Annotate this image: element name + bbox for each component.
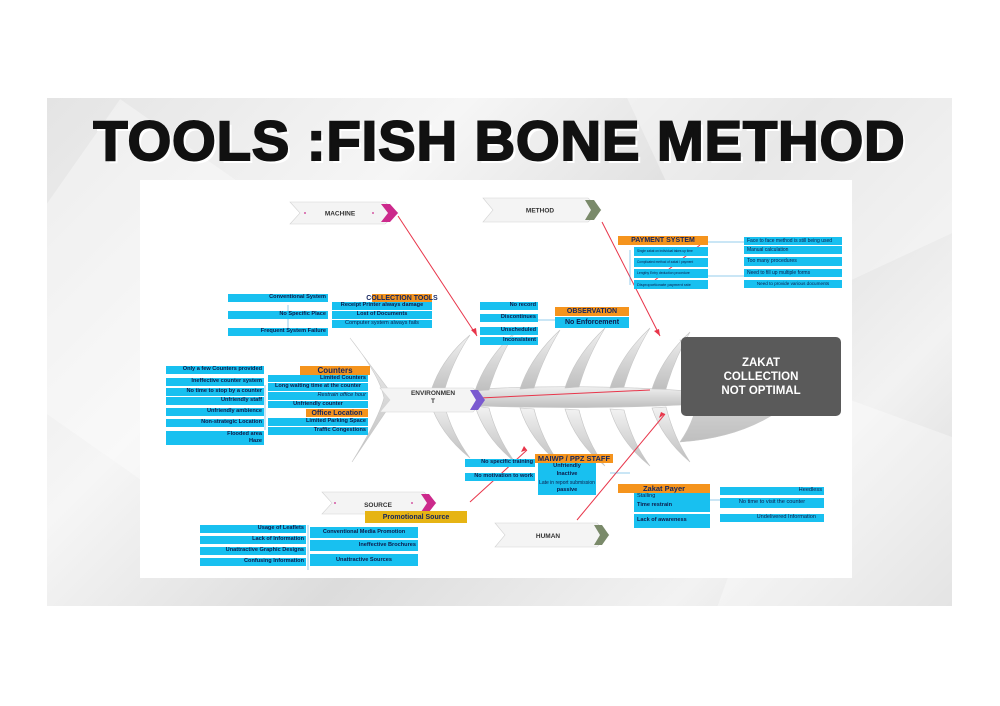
observation-header: OBSERVATION (555, 307, 629, 316)
cause-box: Haze (166, 438, 264, 445)
cause-box: Conventional System (228, 294, 328, 302)
upper-ribs (429, 327, 691, 395)
cause-box: Lengthy Entry deduction procedure (634, 269, 708, 278)
slide-background: TOOLS :FISH BONE METHOD (47, 98, 952, 606)
cause-box: Heedless (720, 487, 824, 495)
lower-ribs (429, 401, 691, 467)
category-human-label: HUMAN (536, 533, 560, 540)
cause-box: Conventional Media Promotion (310, 527, 418, 538)
cause-box: Time restrain (634, 500, 710, 512)
cause-box: Restrain office hour (268, 392, 368, 400)
category-human-shape (494, 522, 610, 548)
cause-box: Disproportionate payment rate (634, 280, 708, 289)
cause-box: Unfriendly ambience (166, 408, 264, 416)
cause-box: Ineffective Brochures (310, 540, 418, 551)
cause-box: Flooded area (166, 431, 264, 438)
cause-box: Unfriendly counter (268, 401, 368, 408)
cause-box: Manual calculation (744, 246, 842, 254)
category-environment-label: ENVIRONMEN T (410, 390, 456, 405)
cause-box: Unfriendly staff (166, 397, 264, 405)
cause-box: Too many procedures (744, 257, 842, 266)
cause-box: Undelivered Information (720, 514, 824, 522)
cause-box: No motivation to work (465, 473, 535, 481)
category-machine-label: MACHINE (325, 211, 356, 218)
cause-box: Unattractive Graphic Designs (200, 547, 306, 555)
cause-box: No record (480, 302, 538, 310)
category-method-label: METHOD (526, 208, 554, 215)
cause-box: No Enforcement (555, 317, 629, 328)
zakat-payer-header: Zakat Payer (618, 484, 710, 493)
cause-box: passive (538, 487, 596, 495)
category-source-label: SOURCE (364, 502, 392, 509)
cause-box: Face to face method is still being used (744, 237, 842, 245)
cause-box: Frequent System Failure (228, 328, 328, 336)
cause-box: Confusing Information (200, 558, 306, 566)
slide-title: TOOLS :FISH BONE METHOD (92, 108, 906, 173)
cause-box: Only a few Counters provided (166, 366, 264, 374)
fishbone-diagram: MACHINE METHOD SOURCE HUMAN ENVIRONMEN T… (140, 180, 852, 578)
cause-box: Receipt Printer always damage (332, 302, 432, 310)
cause-box: Computer system always fails (332, 320, 432, 328)
promotional-source-header: Promotional Source (365, 511, 467, 523)
cause-box: Unfriendly (538, 463, 596, 471)
payment-system-header: PAYMENT SYSTEM (618, 236, 708, 245)
category-environment-shape (379, 387, 486, 413)
cause-box: Lost of Documents (332, 311, 432, 319)
cause-box: Discontinues (480, 314, 538, 322)
cause-box: Late in report submission (538, 479, 596, 487)
cause-box: Non-strategic Location (166, 419, 264, 427)
cause-box: Lack of awareness (634, 514, 710, 528)
category-machine-shape (289, 201, 399, 225)
cause-box: Unattractive Sources (310, 554, 418, 566)
cause-box: Long waiting time at the counter (268, 383, 368, 391)
cause-box: Need to fill up multiple forms (744, 269, 842, 277)
effect-box: ZAKAT COLLECTION NOT OPTIMAL (681, 337, 841, 416)
cause-box: Complicated method of zakat / payment (634, 258, 708, 267)
cause-box: Single zakat on individual takes up time (634, 247, 708, 256)
cause-box: Inconsistent (480, 337, 538, 345)
cause-box: No time to stop by a counter (166, 388, 264, 396)
cause-box: Limited Parking Space (268, 418, 368, 426)
counters-header: Counters (300, 366, 370, 375)
cause-box: No Specific Place (228, 311, 328, 319)
cause-box: Lack of Information (200, 536, 306, 544)
cause-box: Need to provide various documents (744, 280, 842, 288)
cause-box: Unscheduled (480, 327, 538, 335)
line-arrowheads (471, 328, 665, 452)
cause-box: Ineffective counter system (166, 378, 264, 386)
fish-tail (349, 337, 396, 463)
cause-box: Limited Counters (268, 375, 368, 382)
cause-box: Usage of Leaflets (200, 525, 306, 533)
cause-box: Inactive (538, 471, 596, 479)
category-source-shape (321, 491, 437, 515)
cause-box: No time to visit the counter (720, 498, 824, 508)
collection-tools-header: COLLECTION TOOLS (366, 294, 438, 302)
office-location-header: Office Location (306, 409, 368, 417)
cause-box: Stalling (634, 493, 710, 500)
maiwp-staff-header: MAIWP / PPZ STAFF (535, 454, 613, 463)
cause-box: No specific training (465, 459, 535, 467)
branch-connectors (264, 241, 744, 570)
cause-box: Traffic Congestions (268, 427, 368, 435)
category-method-shape (482, 197, 602, 223)
